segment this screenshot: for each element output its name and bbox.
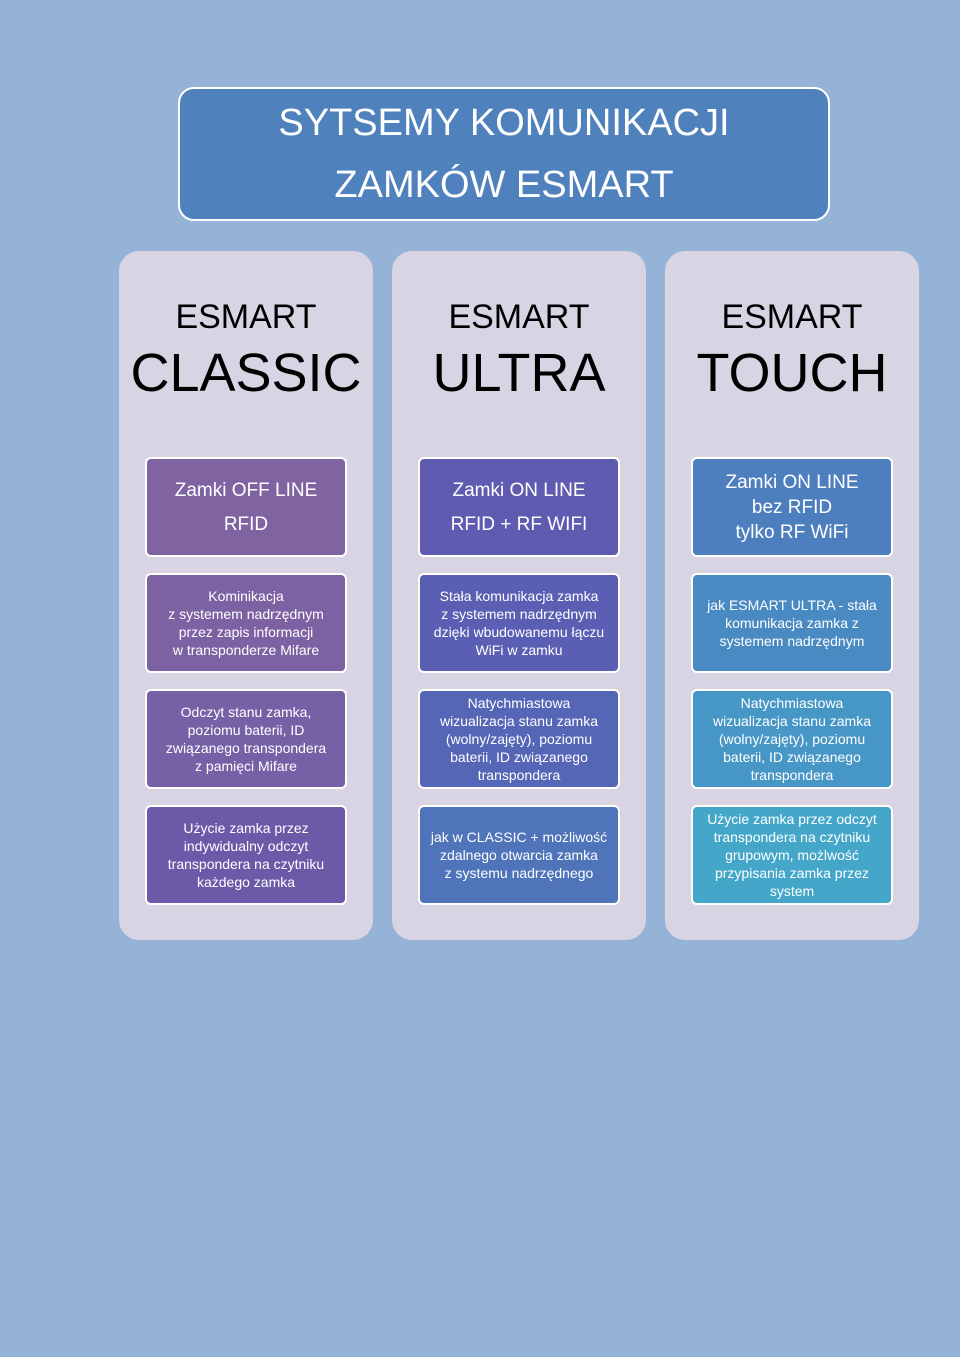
lock-type-line: Zamki OFF LINE — [174, 479, 318, 501]
column-product-name: ULTRA — [432, 343, 606, 403]
feature-card: Odczyt stanu zamka, poziomu baterii, ID zw… — [145, 689, 347, 789]
column-brand: ESMART — [721, 298, 863, 336]
column-header: ESMART TOUCH — [665, 295, 919, 407]
feature-card-line: jak ESMART ULTRA - stała — [707, 597, 877, 613]
feature-card-line: transpondera na czytniku — [167, 856, 325, 872]
feature-card: Użycie zamka przez indywidualny odczyt tra… — [145, 805, 347, 905]
lock-type-line: bez RFID — [751, 496, 833, 518]
feature-card: jak ESMART ULTRA - stała komunikacja zamk… — [691, 573, 893, 673]
feature-card-line: (wolny/zajęty), poziomu — [718, 731, 866, 747]
column-touch: ESMART TOUCH Zamki ON LINE bez RFID tylko RF… — [665, 251, 919, 940]
feature-card-line: przypisania zamka przez — [714, 865, 870, 881]
feature-card-line: jak w CLASSIC + możliwość — [430, 829, 608, 845]
diagram-title-box: SYTSEMY KOMUNIKACJI ZAMKÓW ESMART — [178, 87, 830, 221]
feature-card-line: komunikacja zamka z — [725, 615, 859, 631]
title-line-2: ZAMKÓW ESMART — [334, 164, 674, 206]
feature-card-line: każdego zamka — [196, 874, 296, 890]
feature-card: Natychmiastowa wizualizacja stanu zamka (w… — [691, 689, 893, 789]
lock-type-card: Zamki OFF LINE RFID — [145, 457, 347, 557]
column-product-name: CLASSIC — [130, 343, 362, 403]
title-line-1: SYTSEMY KOMUNIKACJI — [278, 102, 730, 144]
feature-card: jak w CLASSIC + możliwość zdalnego otwarc… — [418, 805, 620, 905]
feature-card-line: Użycie zamka przez odczyt — [707, 811, 877, 827]
lock-type-card: Zamki ON LINE bez RFID tylko RF WiFi — [691, 457, 893, 557]
lock-type-card: Zamki ON LINE RFID + RF WIFI — [418, 457, 620, 557]
feature-card-line: transpondera — [477, 767, 561, 783]
feature-card-line: z systemem nadrzędnym — [168, 606, 324, 622]
lock-type-line: Zamki ON LINE — [452, 479, 586, 501]
lock-type-line: RFID — [223, 513, 269, 535]
feature-card-line: z systemu nadrzędnego — [444, 865, 594, 881]
feature-card-line: transpondera na czytniku — [713, 829, 871, 845]
column-header: ESMART CLASSIC — [119, 295, 373, 407]
feature-card: Użycie zamka przez odczyt transpondera na… — [691, 805, 893, 905]
feature-card-line: przez zapis informacji — [178, 624, 314, 640]
feature-card-line: system — [769, 883, 815, 899]
feature-card-line: z pamięci Mifare — [195, 758, 297, 774]
feature-card-line: związanego transpondera — [165, 740, 327, 756]
feature-card: Kominikacja z systemem nadrzędnym przez za… — [145, 573, 347, 673]
feature-card-line: (wolny/zajęty), poziomu — [445, 731, 593, 747]
feature-card-line: transpondera — [750, 767, 834, 783]
feature-card-line: wizualizacja stanu zamka — [440, 713, 598, 729]
feature-card-line: wizualizacja stanu zamka — [713, 713, 871, 729]
feature-card-line: zdalnego otwarcia zamka — [440, 847, 598, 863]
feature-card-line: Użycie zamka przez — [183, 820, 309, 836]
feature-card-line: systemem nadrzędnym — [719, 633, 865, 649]
feature-card: Natychmiastowa wizualizacja stanu zamka (w… — [418, 689, 620, 789]
feature-card-line: WiFi w zamku — [475, 642, 563, 658]
feature-card-line: Kominikacja — [208, 588, 284, 604]
feature-card-line: Stała komunikacja zamka — [439, 588, 599, 604]
feature-card-line: Odczyt stanu zamka, — [180, 704, 312, 720]
feature-card-line: baterii, ID związanego — [723, 749, 861, 765]
column-ultra: ESMART ULTRA Zamki ON LINE RFID + RF WIFI St… — [392, 251, 646, 940]
feature-card-line: poziomu baterii, ID — [187, 722, 305, 738]
feature-card-line: w transponderze Mifare — [172, 642, 320, 658]
feature-card-line: z systemem nadrzędnym — [441, 606, 597, 622]
feature-card-line: indywidualny odczyt — [183, 838, 309, 854]
feature-card-line: grupowym, możlwość — [725, 847, 859, 863]
feature-card-line: dzięki wbudowanemu łączu — [433, 624, 605, 640]
lock-type-line: tylko RF WiFi — [735, 521, 849, 543]
feature-card: Stała komunikacja zamka z systemem nadrzę… — [418, 573, 620, 673]
feature-card-line: Natychmiastowa — [740, 695, 844, 711]
lock-type-line: RFID + RF WIFI — [450, 513, 588, 535]
column-brand: ESMART — [175, 298, 317, 336]
feature-card-line: baterii, ID związanego — [450, 749, 588, 765]
column-product-name: TOUCH — [696, 343, 888, 403]
feature-card-line: Natychmiastowa — [467, 695, 571, 711]
column-brand: ESMART — [448, 298, 590, 336]
column-header: ESMART ULTRA — [392, 295, 646, 407]
column-classic: ESMART CLASSIC Zamki OFF LINE RFID Kominikac… — [119, 251, 373, 940]
lock-type-line: Zamki ON LINE — [725, 471, 859, 493]
